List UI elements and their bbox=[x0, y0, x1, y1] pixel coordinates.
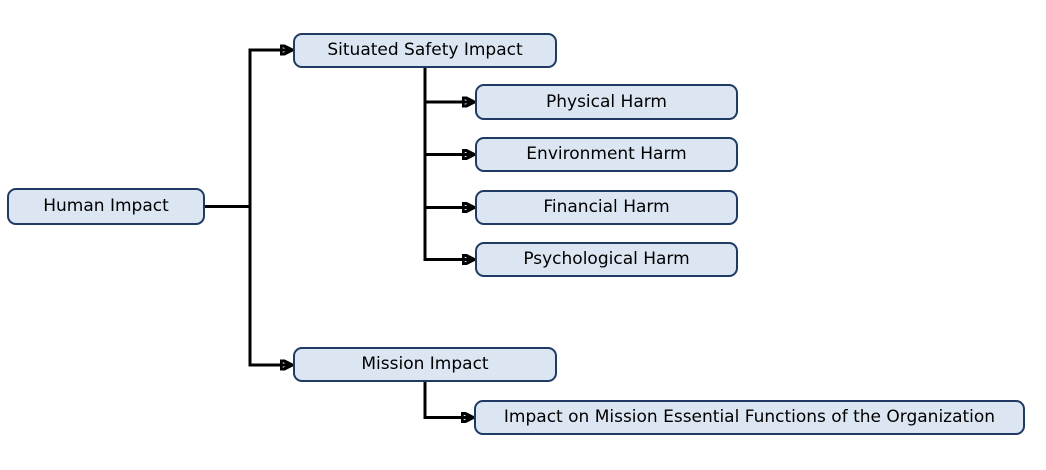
node-human-impact: Human Impact bbox=[7, 188, 205, 225]
node-psychological-harm-label: Psychological Harm bbox=[523, 249, 690, 269]
node-environment-harm-label: Environment Harm bbox=[526, 144, 687, 164]
node-mission-impact-label: Mission Impact bbox=[361, 354, 489, 374]
node-human-impact-label: Human Impact bbox=[43, 196, 169, 216]
node-mission-essential-functions-label: Impact on Mission Essential Functions of… bbox=[503, 407, 996, 427]
node-physical-harm: Physical Harm bbox=[475, 84, 738, 120]
node-mission-essential-functions: Impact on Mission Essential Functions of… bbox=[474, 400, 1025, 435]
node-financial-harm-label: Financial Harm bbox=[543, 197, 670, 217]
node-environment-harm: Environment Harm bbox=[475, 137, 738, 172]
node-physical-harm-label: Physical Harm bbox=[545, 91, 667, 112]
node-financial-harm: Financial Harm bbox=[475, 190, 738, 225]
node-psychological-harm: Psychological Harm bbox=[475, 242, 738, 277]
node-situated-safety-impact-label: Situated Safety Impact bbox=[327, 40, 523, 60]
node-situated-safety-impact: Situated Safety Impact bbox=[293, 33, 557, 68]
node-mission-impact: Mission Impact bbox=[293, 347, 557, 382]
